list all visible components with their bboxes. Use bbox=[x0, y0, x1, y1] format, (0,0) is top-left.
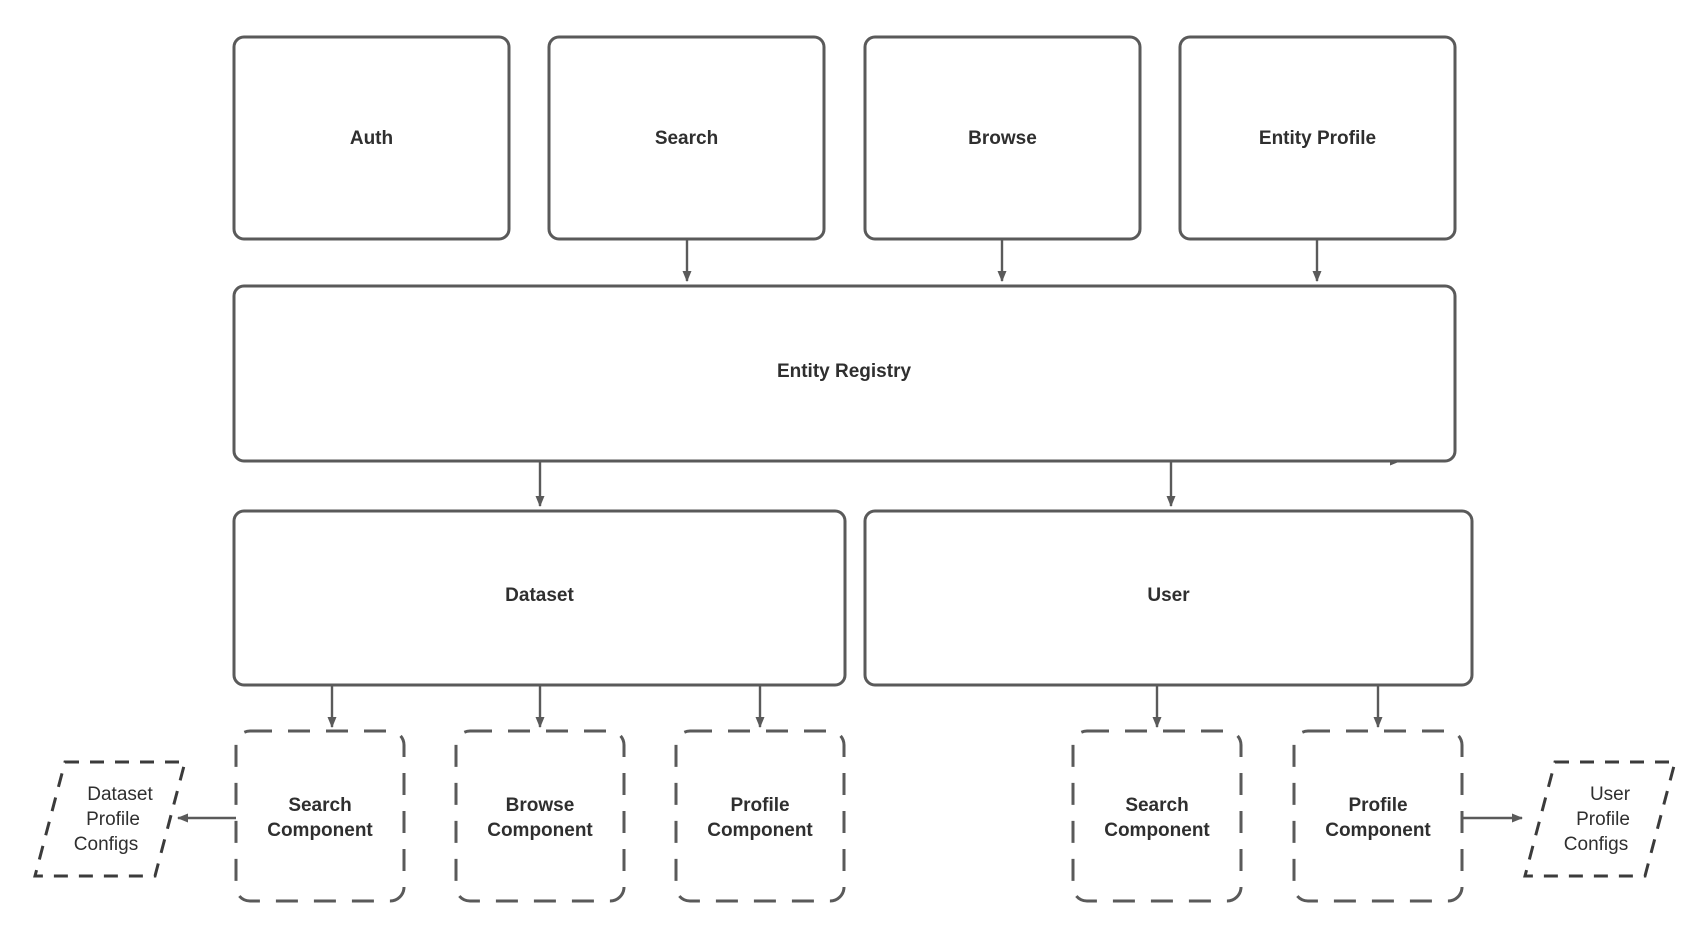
node-user-search-component-box[interactable] bbox=[1071, 729, 1243, 903]
node-entity-registry[interactable]: Entity Registry bbox=[232, 284, 1457, 463]
node-dataset-profile-component-box[interactable] bbox=[674, 729, 846, 903]
node-user-box[interactable] bbox=[863, 509, 1474, 687]
node-dataset-browse-component[interactable]: Browse Component bbox=[454, 729, 626, 903]
node-user-profile-configs[interactable]: User Profile Configs bbox=[1523, 760, 1677, 878]
node-search-box[interactable] bbox=[547, 35, 826, 241]
node-entity-profile-box[interactable] bbox=[1178, 35, 1457, 241]
node-entity-registry-box[interactable] bbox=[232, 284, 1457, 463]
node-user-search-component[interactable]: Search Component bbox=[1071, 729, 1243, 903]
node-browse-box[interactable] bbox=[863, 35, 1142, 241]
node-user-profile-component-box[interactable] bbox=[1292, 729, 1464, 903]
node-auth-box[interactable] bbox=[232, 35, 511, 241]
node-search[interactable]: Search bbox=[547, 35, 826, 241]
node-dataset-profile-component[interactable]: Profile Component bbox=[674, 729, 846, 903]
node-dataset-search-component[interactable]: Search Component bbox=[234, 729, 406, 903]
node-dataset-box[interactable] bbox=[232, 509, 847, 687]
node-dataset-profile-configs-shape[interactable] bbox=[33, 760, 187, 878]
node-dataset[interactable]: Dataset bbox=[232, 509, 847, 687]
node-dataset-profile-configs[interactable]: Dataset Profile Configs bbox=[33, 760, 187, 878]
node-dataset-search-component-box[interactable] bbox=[234, 729, 406, 903]
node-browse[interactable]: Browse bbox=[863, 35, 1142, 241]
node-auth[interactable]: Auth bbox=[232, 35, 511, 241]
node-entity-profile[interactable]: Entity Profile bbox=[1178, 35, 1457, 241]
node-user-profile-configs-shape[interactable] bbox=[1523, 760, 1677, 878]
node-dataset-browse-component-box[interactable] bbox=[454, 729, 626, 903]
node-user-profile-component[interactable]: Profile Component bbox=[1292, 729, 1464, 903]
node-user[interactable]: User bbox=[863, 509, 1474, 687]
